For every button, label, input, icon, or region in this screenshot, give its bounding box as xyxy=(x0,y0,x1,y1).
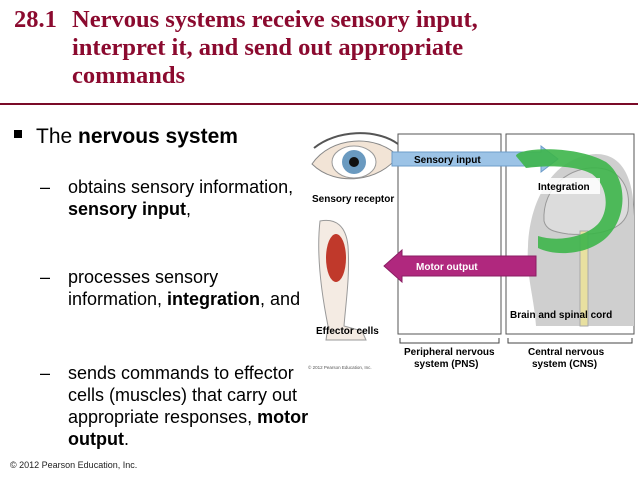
pns-panel xyxy=(397,133,502,335)
figure-copyright: © 2012 Pearson Education, Inc. xyxy=(308,364,372,370)
pns-bracket xyxy=(399,338,500,344)
title-line-1: Nervous systems receive sensory input, xyxy=(72,6,478,33)
eye-icon xyxy=(311,132,399,180)
footer-copyright: © 2012 Pearson Education, Inc. xyxy=(10,460,138,470)
pns-label-1: Peripheral nervous xyxy=(404,347,495,358)
motor-output-arrow xyxy=(383,248,537,284)
brain-spinal-label: Brain and spinal cord xyxy=(510,310,612,321)
sub-bold: sensory input xyxy=(68,199,187,219)
square-bullet-icon xyxy=(14,130,22,139)
dash: – xyxy=(40,363,51,383)
title-line-3: commands xyxy=(72,62,185,89)
pns-label-2: system (PNS) xyxy=(414,359,478,370)
dash: – xyxy=(40,267,51,287)
main-bullet: The nervous system xyxy=(14,124,238,150)
sub-text: sends commands to effector cells (muscle… xyxy=(68,363,298,427)
sub-bold: integration xyxy=(167,289,261,309)
sub-post: , and xyxy=(260,289,301,309)
sub-bold: motor output xyxy=(68,407,309,449)
sub-text: processes sensory information, xyxy=(68,267,219,309)
sub-post: , xyxy=(186,199,192,219)
nervous-system-diagram: Sensory input Sensory receptor Integrati… xyxy=(308,132,635,370)
cns-bracket xyxy=(507,338,633,344)
slide-title: 28.1 Nervous systems receive sensory inpu… xyxy=(14,6,614,90)
sub-bullet-1: – obtains sensory information, sensory i… xyxy=(40,176,310,220)
dash: – xyxy=(40,177,51,197)
integration-label-bg xyxy=(534,178,600,194)
integration-label: Integration xyxy=(538,182,590,193)
spinal-cord-icon xyxy=(579,230,589,327)
bullet-lead: The xyxy=(36,125,79,148)
sub-bullet-2: – processes sensory information, integra… xyxy=(40,266,310,310)
sensory-receptor-label: Sensory receptor xyxy=(312,194,394,205)
title-divider xyxy=(0,103,638,105)
sub-post: . xyxy=(123,429,129,449)
title-line-2: interpret it, and send out appropriate xyxy=(72,34,464,61)
integration-loop xyxy=(516,149,623,254)
effector-cells-label: Effector cells xyxy=(316,326,379,337)
sub-text: obtains sensory information, xyxy=(68,177,294,197)
motor-output-label: Motor output xyxy=(416,262,478,273)
section-number: 28.1 xyxy=(14,6,57,33)
sub-bullet-3: – sends commands to effector cells (musc… xyxy=(40,362,310,450)
cns-label-1: Central nervous xyxy=(528,347,605,358)
cns-label-2: system (CNS) xyxy=(532,359,597,370)
leg-icon xyxy=(318,219,367,341)
bullet-bold: nervous system xyxy=(78,125,238,148)
sensory-input-label: Sensory input xyxy=(414,155,481,166)
